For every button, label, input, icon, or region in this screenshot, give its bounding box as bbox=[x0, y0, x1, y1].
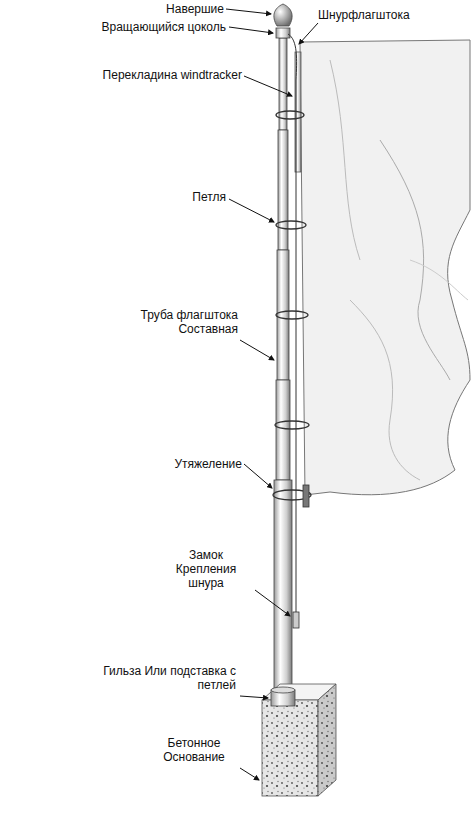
cord-label: Шнурфлагштока bbox=[318, 8, 470, 22]
concrete-base bbox=[262, 684, 336, 796]
leader-line bbox=[226, 9, 318, 780]
weight bbox=[303, 485, 309, 507]
flagpole-tube bbox=[274, 38, 292, 760]
weight-label: Утяжеление bbox=[100, 457, 242, 471]
loop-label: Петля bbox=[150, 190, 226, 204]
windtracker-label: Перекладина windtracker bbox=[36, 68, 242, 82]
cord-lock bbox=[293, 612, 299, 628]
finial bbox=[274, 4, 292, 26]
tube-label: Труба флагштока Составная bbox=[112, 308, 238, 336]
rotating-base-label: Вращающийся цоколь bbox=[50, 20, 226, 34]
sleeve-label: Гильза Или подставка с петлей bbox=[100, 664, 236, 692]
flag bbox=[300, 40, 470, 495]
finial-label: Навершие bbox=[100, 2, 224, 16]
flag-ring bbox=[273, 111, 311, 500]
lock-label: Замок Крепления шнура bbox=[160, 548, 252, 590]
base-label: Бетонное Основание bbox=[150, 736, 238, 764]
flagpole-cord bbox=[288, 34, 297, 620]
rotating-base bbox=[276, 28, 290, 38]
